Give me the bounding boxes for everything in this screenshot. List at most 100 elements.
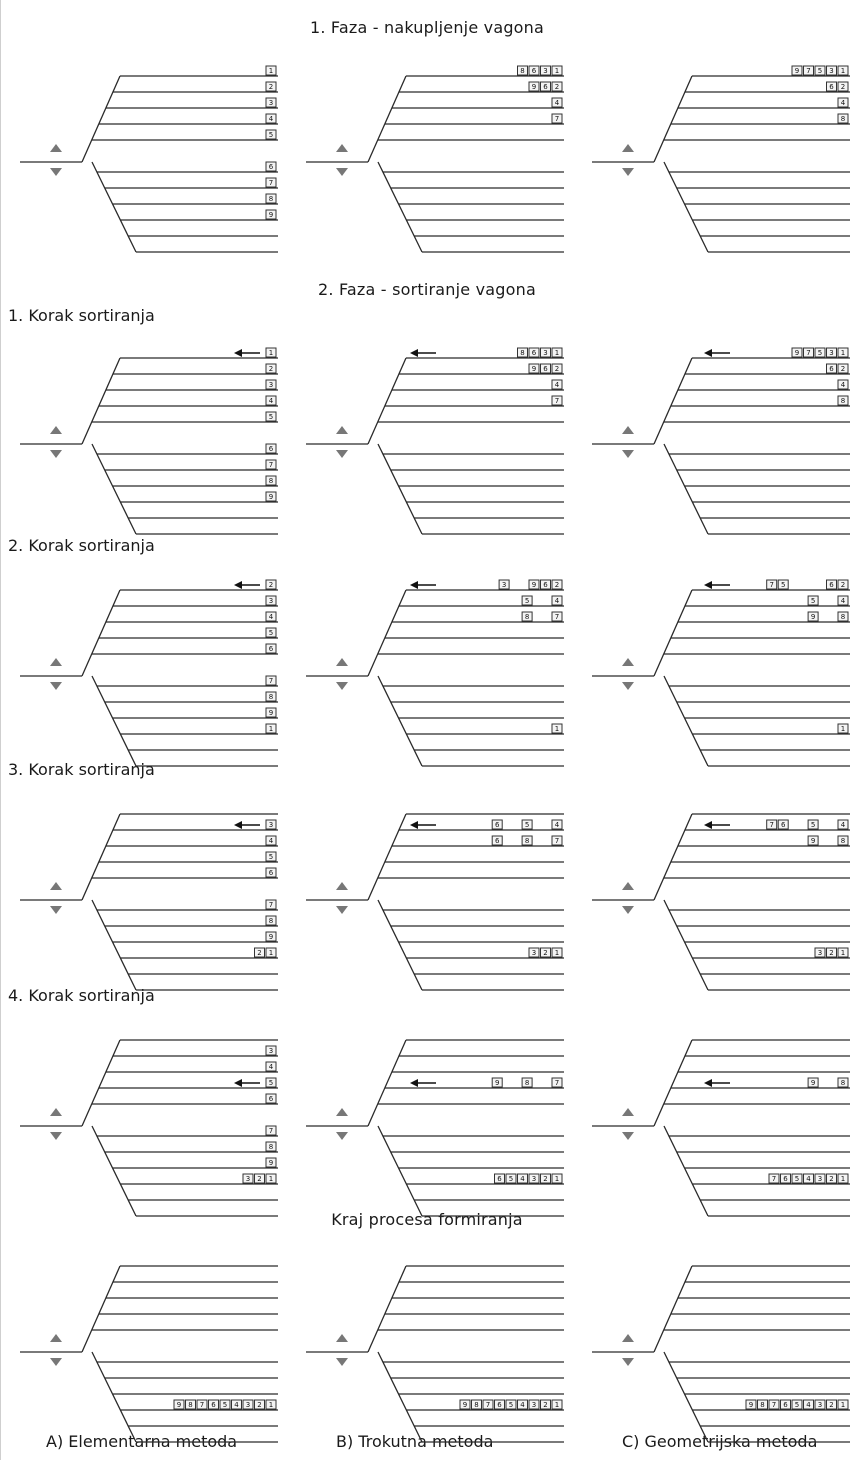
wagon-box (528, 1399, 540, 1410)
hump-up-icon (336, 658, 348, 666)
wagon-number: 9 (269, 1159, 273, 1167)
wagon: 1 (551, 1399, 563, 1410)
wagon-number: 2 (829, 1401, 833, 1409)
wagon-box (265, 209, 277, 220)
wagon-box (766, 819, 778, 830)
wagon-number: 2 (829, 949, 833, 957)
hump-up-icon (336, 144, 348, 152)
wagon: 5 (505, 1399, 517, 1410)
wagon-box (837, 1077, 849, 1088)
wagon-box (745, 1399, 757, 1410)
wagon: 7 (551, 395, 563, 406)
wagon-number: 6 (532, 67, 537, 75)
wagon: 1 (837, 1173, 849, 1184)
wagon-box (265, 395, 277, 406)
wagon-number: 5 (525, 597, 529, 605)
wagon-box (551, 113, 563, 124)
wagon-box (219, 1399, 231, 1410)
wagon-box (265, 1173, 277, 1184)
wagon: 5 (814, 347, 826, 358)
wagon-box (540, 1173, 551, 1184)
wagon: 2 (265, 363, 277, 374)
wagon-box (528, 81, 540, 92)
wagon: 9 (807, 611, 819, 622)
wagon: 3 (528, 1173, 540, 1184)
lower-ladder (377, 161, 423, 253)
wagon-box (551, 363, 563, 374)
wagon-number: 6 (269, 163, 274, 171)
wagon-number: 6 (269, 1095, 274, 1103)
wagon: 6 (780, 1399, 791, 1410)
wagon-box (826, 347, 837, 358)
wagon-number: 2 (269, 581, 273, 589)
wagon-box (265, 161, 277, 172)
wagon: 6 (826, 363, 837, 374)
wagon: 3 (265, 97, 277, 108)
wagon-number: 3 (829, 67, 833, 75)
wagon-number: 4 (841, 821, 846, 829)
wagon-box (540, 65, 551, 76)
wagon: 4 (517, 1173, 528, 1184)
wagon-box (482, 1399, 494, 1410)
upper-ladder (367, 813, 407, 901)
wagon-box (242, 1399, 254, 1410)
wagon-number: 6 (495, 837, 500, 845)
wagon: 3 (540, 65, 551, 76)
wagon-number: 9 (811, 1079, 815, 1087)
wagon-box (265, 443, 277, 454)
wagon: 3 (814, 1173, 826, 1184)
hump-up-icon (622, 1108, 634, 1116)
wagon: 2 (265, 579, 277, 590)
wagon: 6 (265, 443, 277, 454)
wagon-number: 2 (841, 365, 845, 373)
wagon-number: 8 (520, 67, 524, 75)
wagon-number: 1 (555, 949, 559, 957)
wagon-number: 4 (520, 1401, 525, 1409)
wagon-box (837, 81, 849, 92)
wagon: 6 (494, 1173, 505, 1184)
wagon-box (459, 1399, 471, 1410)
wagon-number: 7 (269, 901, 273, 909)
wagon: 5 (814, 65, 826, 76)
wagon: 2 (265, 81, 277, 92)
wagon-number: 3 (818, 1401, 822, 1409)
wagon-number: 3 (246, 1401, 250, 1409)
wagon: 7 (551, 611, 563, 622)
wagon-number: 3 (818, 949, 822, 957)
wagon: 8 (757, 1399, 768, 1410)
wagon-number: 9 (532, 365, 536, 373)
wagon-number: 4 (520, 1175, 525, 1183)
wagon-box (265, 707, 277, 718)
wagon-box (265, 675, 277, 686)
wagon-box (814, 1173, 826, 1184)
wagon-number: 9 (269, 709, 273, 717)
wagon-box (265, 627, 277, 638)
end-heading: Kraj procesa formiranja (331, 1210, 523, 1229)
wagon-number: 3 (829, 349, 833, 357)
wagon-number: 6 (543, 83, 548, 91)
step-label-4: 4. Korak sortiranja (8, 986, 155, 1005)
wagon-number: 1 (555, 349, 559, 357)
wagon-number: 4 (555, 99, 560, 107)
wagon-box (837, 595, 849, 606)
wagon-number: 1 (555, 725, 559, 733)
wagon-box (803, 1399, 814, 1410)
hump-down-icon (336, 450, 348, 458)
wagon-number: 8 (188, 1401, 192, 1409)
wagon: 9 (265, 931, 277, 942)
wagon-box (265, 81, 277, 92)
wagon-box (265, 867, 277, 878)
wagon: 4 (265, 395, 277, 406)
hump-down-icon (50, 682, 62, 690)
pull-arrow-icon (704, 1079, 712, 1087)
wagon-number: 5 (269, 413, 273, 421)
wagon-number: 5 (795, 1401, 799, 1409)
wagon-number: 2 (269, 365, 273, 373)
wagon-number: 6 (269, 869, 274, 877)
wagon-number: 7 (555, 397, 559, 405)
wagon: 4 (551, 379, 563, 390)
wagon-box (528, 1173, 540, 1184)
wagon: 9 (528, 81, 540, 92)
